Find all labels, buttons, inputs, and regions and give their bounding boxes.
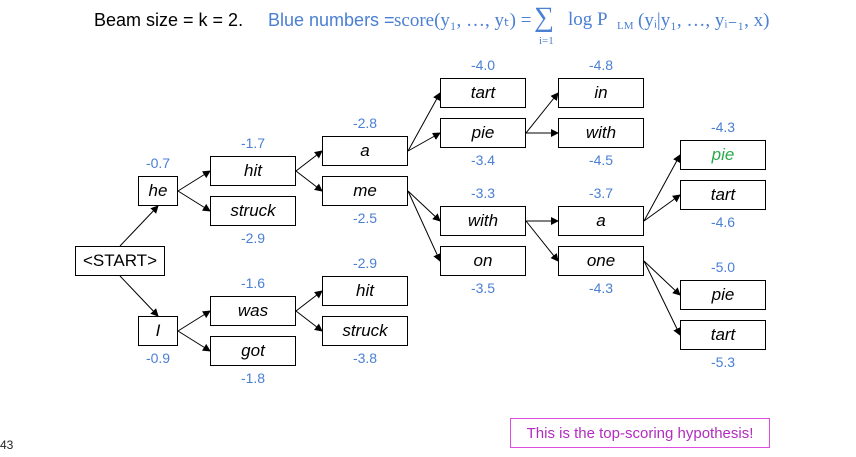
edge-a1-to-tart1: [407, 92, 441, 152]
formula-log-p: log P: [568, 9, 608, 30]
formula-sum-index: i=1: [539, 35, 554, 47]
slide-title: Beam size = k = 2. Blue numbers = score(…: [94, 2, 854, 54]
score-tart1: -4.0: [470, 57, 496, 73]
node-struck1: struck: [210, 196, 296, 226]
node-with1: with: [440, 206, 526, 236]
score-with1: -3.3: [470, 185, 496, 201]
score-pie3: -5.0: [710, 259, 736, 275]
node-hit2: hit: [322, 276, 408, 306]
formula-lm-subscript: LM: [617, 20, 634, 32]
edge-hit1-to-a1: [295, 150, 323, 172]
edge-a2-to-pie2: [643, 154, 681, 222]
score-one: -4.3: [588, 280, 614, 296]
score-struck1: -2.9: [240, 230, 266, 246]
blue-numbers-label: Blue numbers =: [268, 10, 395, 30]
score-pie2: -4.3: [710, 119, 736, 135]
score-me: -2.5: [352, 210, 378, 226]
node-one: one: [558, 246, 644, 276]
edge-he-to-hit1: [177, 170, 211, 192]
score-with2: -4.5: [588, 152, 614, 168]
score-a1: -2.8: [352, 115, 378, 131]
score-tart3: -5.3: [710, 354, 736, 370]
score-pie1: -3.4: [470, 152, 496, 168]
formula-lhs: score(y₁, …, yₜ) =: [394, 10, 532, 31]
score-hit2: -2.9: [352, 255, 378, 271]
formula-args: (yᵢ|y₁, …, yᵢ₋₁, x): [638, 10, 770, 31]
node-a1: a: [322, 136, 408, 166]
node-on: on: [440, 246, 526, 276]
edge-one-to-pie3: [643, 260, 681, 296]
edge-a1-to-pie1: [407, 132, 441, 152]
edge-me-to-on: [407, 190, 441, 262]
edge-pie1-to-in: [525, 92, 559, 134]
node-I: I: [138, 316, 178, 346]
edge-with1-to-one: [525, 220, 559, 262]
edge-one-to-tart3: [643, 260, 681, 336]
score-on: -3.5: [470, 280, 496, 296]
score-a2: -3.7: [588, 185, 614, 201]
node-pie2: pie: [680, 140, 766, 170]
node-with2: with: [558, 118, 644, 148]
edge-me-to-with1: [407, 190, 441, 222]
edge-was-to-struck2: [295, 310, 323, 332]
formula-sum-symbol: ∑: [534, 2, 554, 33]
node-tart3: tart: [680, 320, 766, 350]
score-tart2: -4.6: [710, 214, 736, 230]
edge-was-to-hit2: [295, 290, 323, 312]
node-me: me: [322, 176, 408, 206]
node-he: he: [138, 176, 178, 206]
top-hypothesis-note: This is the top-scoring hypothesis!: [510, 418, 770, 448]
node-tart1: tart: [440, 78, 526, 108]
node-hit1: hit: [210, 156, 296, 186]
node-was: was: [210, 296, 296, 326]
edge-he-to-struck1: [177, 190, 211, 212]
score-in: -4.8: [588, 57, 614, 73]
score-I: -0.9: [145, 350, 171, 366]
beam-size-text: Beam size = k = 2.: [94, 10, 244, 30]
node-start: <START>: [75, 246, 165, 276]
edge-a2-to-tart2: [643, 194, 681, 222]
node-pie1: pie: [440, 118, 526, 148]
score-got: -1.8: [240, 370, 266, 386]
score-he: -0.7: [145, 155, 171, 171]
edge-I-to-got: [177, 330, 211, 352]
edge-start-to-he: [119, 205, 159, 247]
node-pie3: pie: [680, 280, 766, 310]
node-struck2: struck: [322, 316, 408, 346]
node-in: in: [558, 78, 644, 108]
node-a2: a: [558, 206, 644, 236]
node-got: got: [210, 336, 296, 366]
score-hit1: -1.7: [240, 135, 266, 151]
node-tart2: tart: [680, 180, 766, 210]
score-was: -1.6: [240, 275, 266, 291]
edge-hit1-to-me: [295, 170, 323, 192]
edge-I-to-was: [177, 310, 211, 332]
edge-start-to-I: [119, 275, 159, 317]
slide-number: 43: [0, 438, 14, 452]
score-struck2: -3.8: [352, 350, 378, 366]
